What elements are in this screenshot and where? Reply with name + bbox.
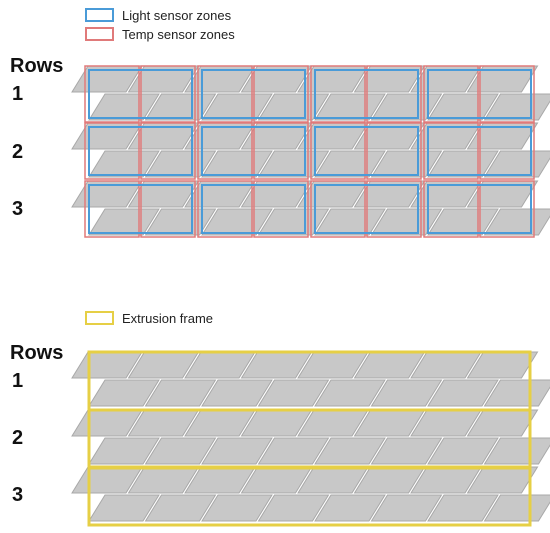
solar-panel-r4-s2-c1 — [88, 379, 160, 407]
bottom-legend: Extrusion frame — [85, 311, 213, 326]
top-legend: Light sensor zones Temp sensor zones — [85, 8, 235, 42]
row-label-bottom-2: 2 — [12, 427, 23, 449]
solar-panel-r5-s2-c2 — [144, 437, 217, 465]
temp-zone-r3-c5 — [310, 180, 366, 238]
temp-zone-r1-c6 — [366, 65, 422, 123]
rows-title: Rows — [10, 55, 63, 77]
temp-zone-r1-c2 — [140, 65, 196, 123]
temp-zone-r2-c3 — [197, 122, 253, 180]
temp-zone-r3-c6 — [366, 180, 422, 238]
temp-zone-r1-c1 — [84, 65, 140, 123]
temp-zone-r2-c7 — [423, 122, 479, 180]
top-panel: Light sensor zones Temp sensor zones Row… — [10, 8, 550, 238]
solar-panel-r4-s2-c3 — [201, 379, 273, 407]
light-zone-r1-p3 — [314, 69, 419, 119]
extrusion-frames — [87, 350, 532, 527]
light-zone-r1-p4 — [427, 69, 532, 119]
solar-panel-r4-s2-c4 — [257, 379, 330, 407]
temp-zone-r3-c7 — [423, 180, 479, 238]
temp-zone-r3-c3 — [197, 180, 253, 238]
solar-panel-r5-s2-c7 — [427, 437, 499, 465]
temp-zone-r3-c4 — [253, 180, 309, 238]
solar-panel-r6-s2-c2 — [144, 494, 217, 522]
top-sensor-zones — [84, 65, 535, 238]
temp-zone-r2-c5 — [310, 122, 366, 180]
solar-panel-r4-s2-c8 — [483, 379, 550, 407]
temp-zone-r2-c4 — [253, 122, 309, 180]
temp-zone-r1-c4 — [253, 65, 309, 123]
temp-zone-r2-c1 — [84, 122, 140, 180]
solar-panel-r6-s2-c7 — [427, 494, 499, 522]
solar-panel-r6-s2-c6 — [370, 494, 443, 522]
light-zone-r2-p1 — [88, 126, 193, 176]
solar-panel-r5-s2-c4 — [257, 437, 330, 465]
bottom-panel: Extrusion frame Rows 1 2 3 — [10, 311, 550, 527]
light-zone-r3-p1 — [88, 184, 193, 234]
solar-panel-r4-s2-c5 — [314, 379, 386, 407]
solar-panel-r6-s2-c4 — [257, 494, 330, 522]
temp-zone-r1-c7 — [423, 65, 479, 123]
light-zone-r1-p1 — [88, 69, 193, 119]
solar-panel-r5-s2-c6 — [370, 437, 443, 465]
temp-zone-legend-swatch — [85, 27, 114, 41]
row-label-bottom-1: 1 — [12, 370, 23, 392]
temp-zone-r2-c8 — [479, 122, 535, 180]
row-label-1: 1 — [12, 83, 23, 105]
extrusion-frame-row-3 — [87, 465, 532, 527]
light-zone-legend-label: Light sensor zones — [122, 8, 232, 23]
temp-zone-r1-c8 — [479, 65, 535, 123]
light-zone-r3-p3 — [314, 184, 419, 234]
solar-panel-r4-s2-c2 — [144, 379, 217, 407]
solar-panel-r5-s2-c3 — [201, 437, 273, 465]
solar-panel-r5-s2-c1 — [88, 437, 160, 465]
temp-zone-r1-c3 — [197, 65, 253, 123]
row-label-3: 3 — [12, 198, 23, 220]
temp-zone-r1-c5 — [310, 65, 366, 123]
solar-panel-r5-s1-c8 — [466, 409, 539, 437]
solar-panel-r4-s2-c6 — [370, 379, 443, 407]
temp-zone-r2-c2 — [140, 122, 196, 180]
temp-zone-r3-c2 — [140, 180, 196, 238]
solar-panel-r4-s1-c8 — [466, 351, 539, 379]
solar-panel-r6-s2-c1 — [88, 494, 160, 522]
temp-zone-legend-label: Temp sensor zones — [122, 27, 235, 42]
bottom-solar-panels — [71, 351, 550, 522]
solar-panel-r5-s2-c8 — [483, 437, 550, 465]
solar-panel-r6-s1-c8 — [466, 466, 539, 494]
light-zone-r2-p4 — [427, 126, 532, 176]
light-zone-r2-p2 — [201, 126, 306, 176]
temp-zone-r3-c8 — [479, 180, 535, 238]
solar-panel-r4-s2-c7 — [427, 379, 499, 407]
solar-panel-r5-s2-c5 — [314, 437, 386, 465]
row-label-2: 2 — [12, 141, 23, 163]
light-zone-r3-p4 — [427, 184, 532, 234]
light-zone-r3-p2 — [201, 184, 306, 234]
rows-title-bottom: Rows — [10, 342, 63, 364]
light-zone-legend-swatch — [85, 8, 114, 22]
temp-zone-r3-c1 — [84, 180, 140, 238]
solar-panel-r6-s2-c3 — [201, 494, 273, 522]
frame-legend-swatch — [85, 311, 114, 325]
light-zone-r2-p3 — [314, 126, 419, 176]
row-label-bottom-3: 3 — [12, 484, 23, 506]
frame-legend-label: Extrusion frame — [122, 311, 213, 326]
temp-zone-r2-c6 — [366, 122, 422, 180]
solar-panel-r6-s2-c5 — [314, 494, 386, 522]
solar-panel-r6-s2-c8 — [483, 494, 550, 522]
light-zone-r1-p2 — [201, 69, 306, 119]
